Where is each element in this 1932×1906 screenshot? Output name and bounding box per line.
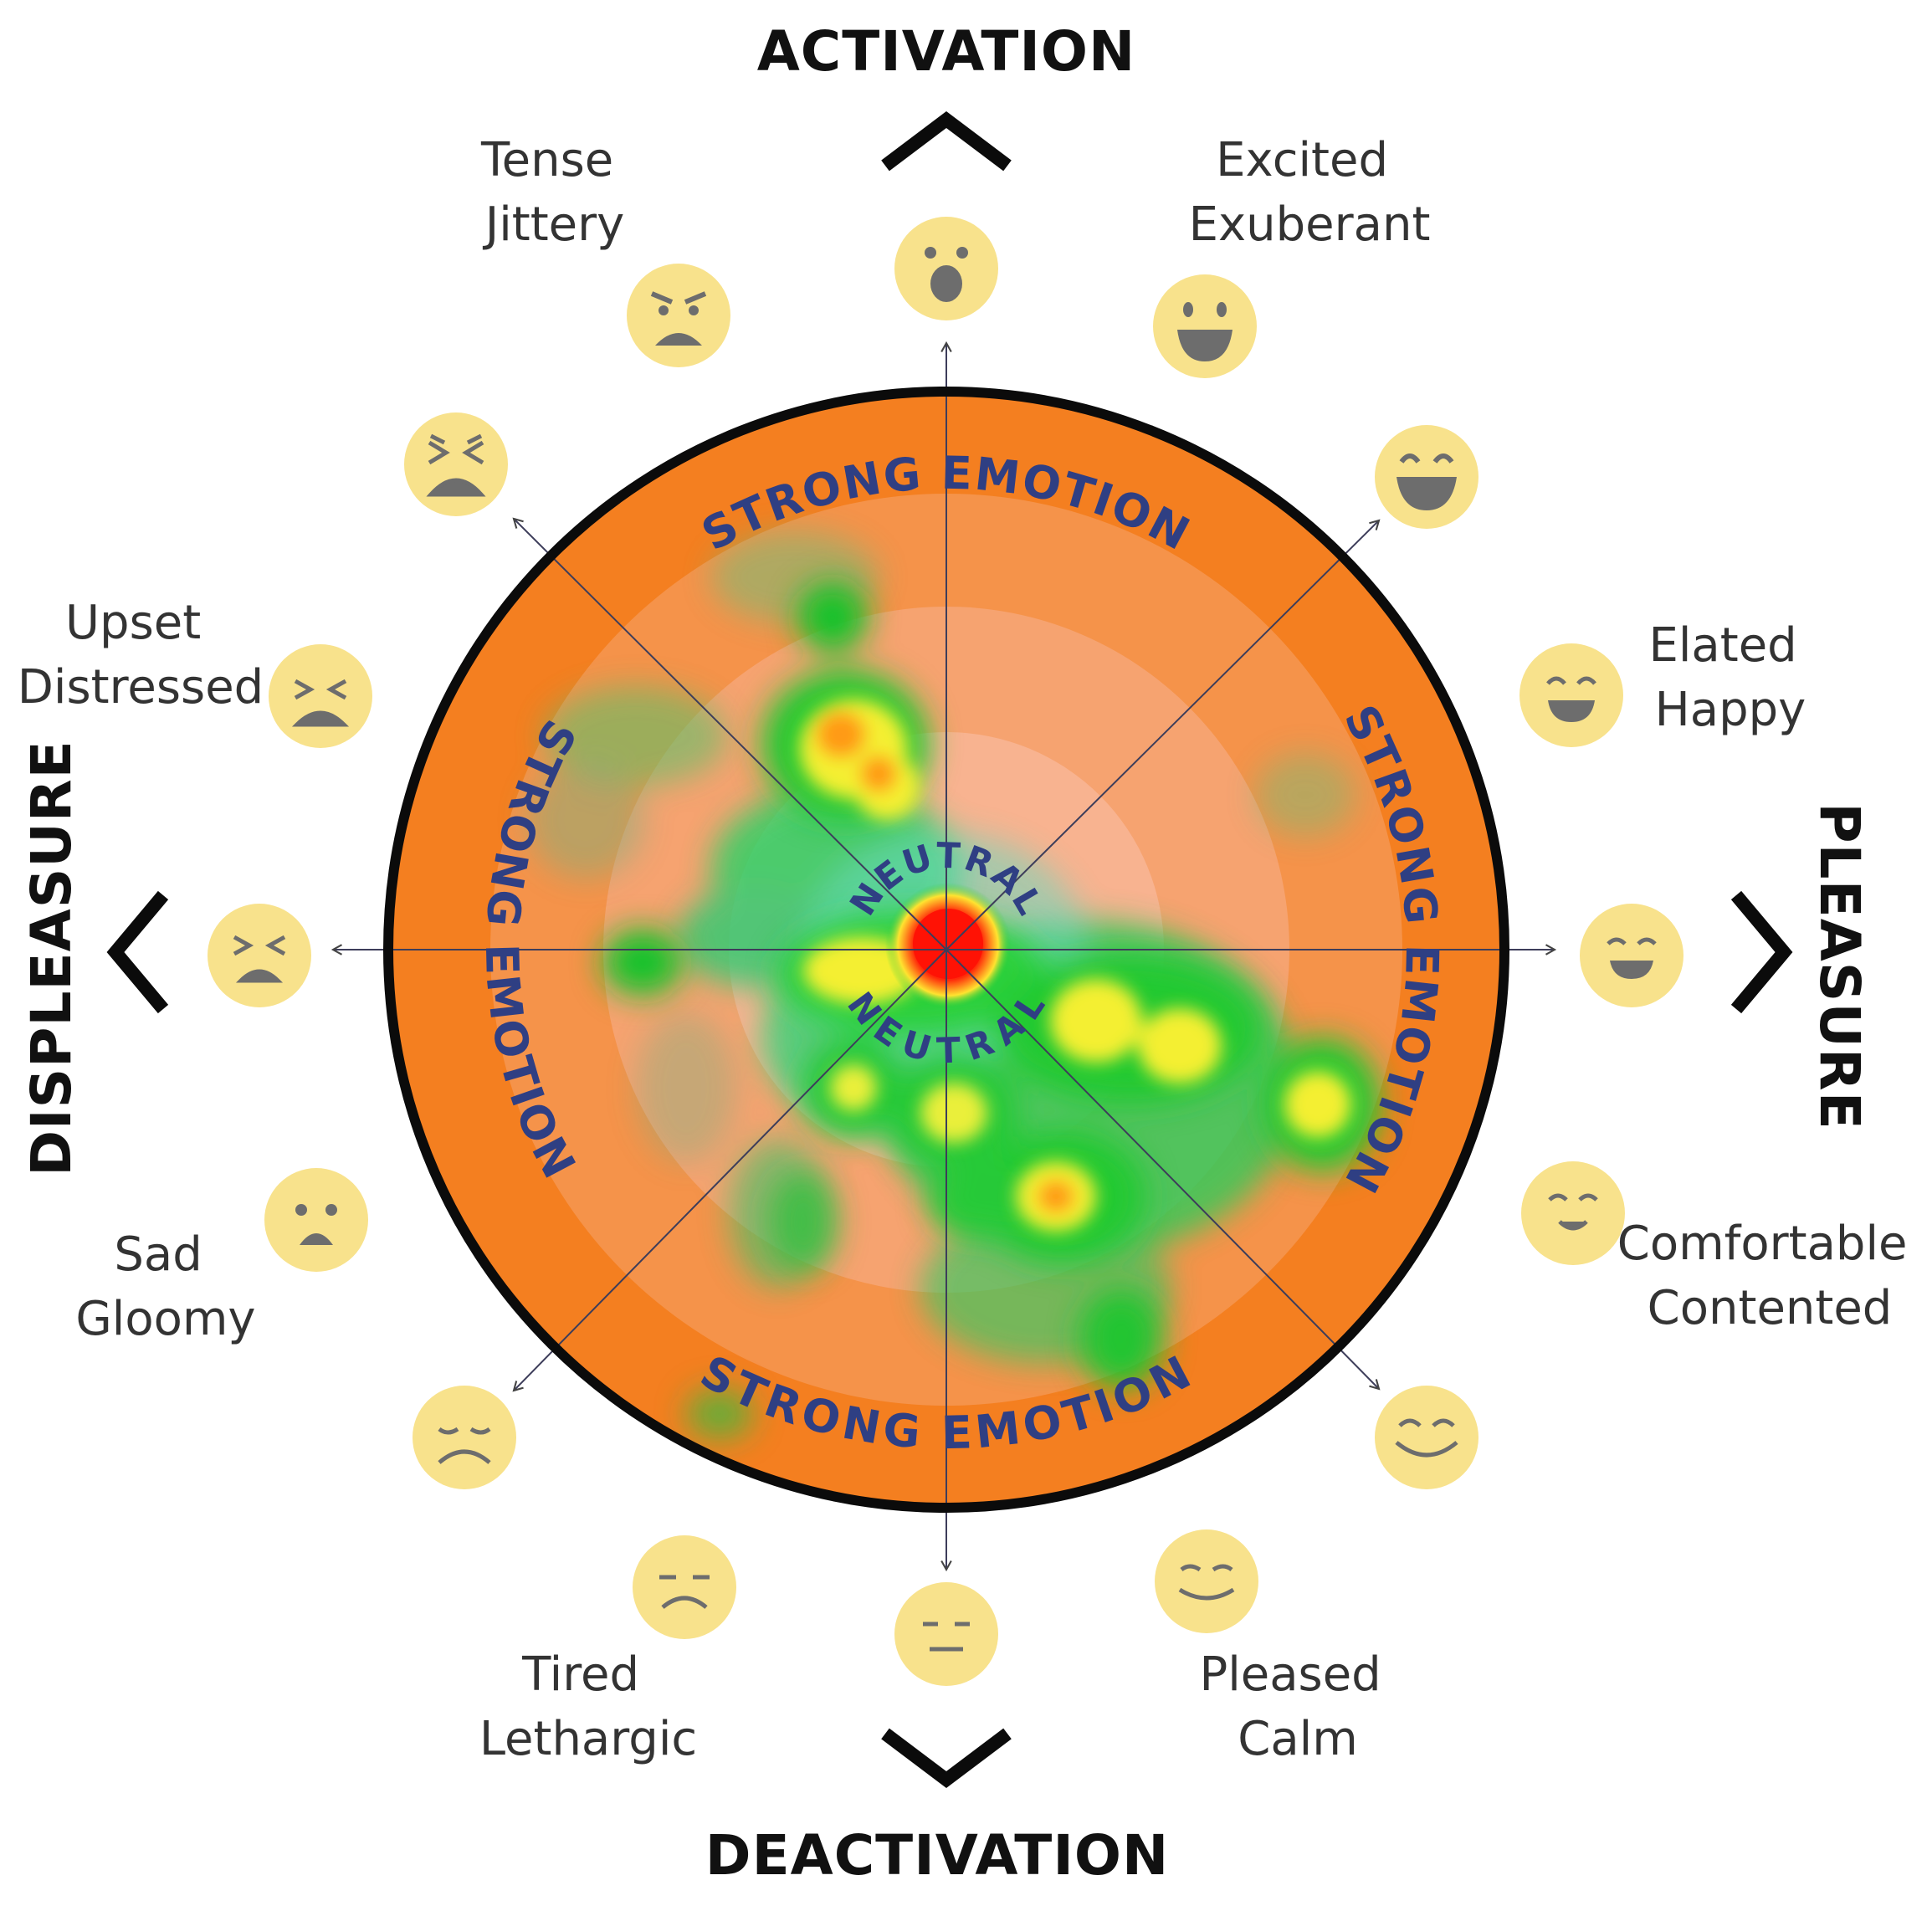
label-elated: Elated Happy — [1648, 618, 1812, 737]
sad-face-icon — [264, 1168, 368, 1272]
smiling-face-icon — [1519, 643, 1623, 747]
axis-lines — [331, 341, 1557, 1572]
label-pleased: Pleased Calm — [1199, 1647, 1396, 1766]
emotion-wheel: STRONG EMOTION STRONG EMOTION STRONG EMO… — [331, 341, 1557, 1572]
emotion-labels: Tense Jittery Excited Exuberant Upset Di… — [18, 133, 1923, 1766]
wheel-border — [383, 387, 1509, 1513]
calm-face-icon — [1375, 1386, 1478, 1489]
axis-chevrons — [106, 110, 1793, 1789]
label-tired: Tired Lethargic — [479, 1647, 697, 1766]
neutral-face-icon — [894, 1582, 998, 1686]
chevron-down-icon — [881, 1728, 1012, 1789]
axis-title-top: ACTIVATION — [757, 19, 1136, 84]
label-sad: Sad Gloomy — [75, 1227, 255, 1346]
content-face-icon — [1521, 1161, 1625, 1265]
frustrated-face-icon — [404, 412, 508, 516]
squinting-face-icon — [208, 904, 311, 1007]
sleepy-face-icon — [413, 1386, 516, 1489]
chevron-left-icon — [106, 890, 169, 1014]
chevron-up-icon — [881, 110, 1012, 172]
happy-face-icon — [1580, 904, 1683, 1007]
tired-face-icon — [633, 1535, 736, 1639]
label-excited: Excited Exuberant — [1189, 133, 1431, 252]
label-comfortable: Comfortable Contented — [1617, 1217, 1923, 1335]
grinning-face-icon — [1375, 425, 1478, 529]
distressed-face-icon — [269, 644, 372, 748]
relieved-face-icon — [1155, 1529, 1258, 1633]
laughing-face-icon — [1153, 274, 1257, 378]
faces — [208, 217, 1683, 1686]
axis-title-left: DISPLEASURE — [19, 740, 84, 1176]
surprised-face-icon — [894, 217, 998, 320]
axis-title-right: PLEASURE — [1807, 802, 1872, 1130]
chevron-right-icon — [1730, 890, 1793, 1014]
axis-title-bottom: DEACTIVATION — [705, 1823, 1169, 1888]
angry-face-icon — [627, 264, 730, 367]
label-upset: Upset Distressed — [18, 596, 264, 715]
heatmap — [527, 531, 1381, 1439]
label-tense: Tense Jittery — [480, 133, 628, 252]
